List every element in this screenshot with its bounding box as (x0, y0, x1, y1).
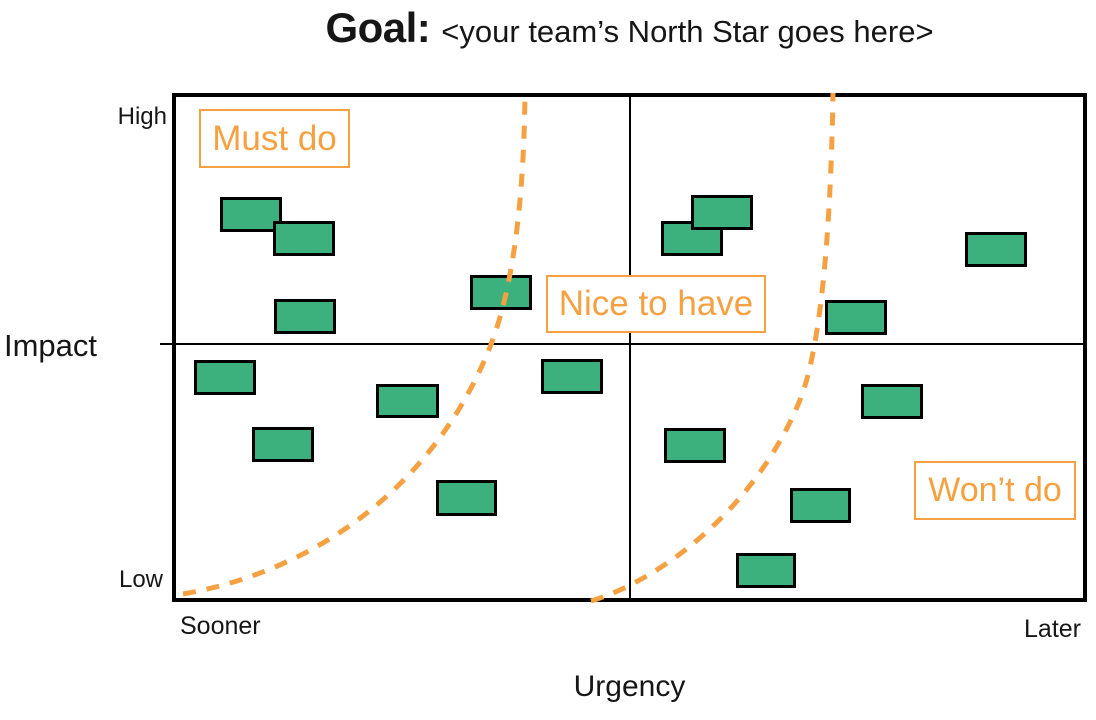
vertical-divider (629, 93, 631, 602)
sticky-note[interactable] (736, 553, 796, 588)
y-axis-title: Impact (4, 328, 98, 363)
page-title: Goal: <your team’s North Star goes here> (172, 4, 1087, 52)
goal-placeholder-text[interactable]: <your team’s North Star goes here> (441, 14, 934, 49)
x-axis-title: Urgency (573, 670, 686, 703)
sticky-note[interactable] (541, 359, 603, 394)
y-axis-low-label: Low (118, 566, 163, 593)
y-axis-high-label: High (117, 103, 167, 130)
sticky-note[interactable] (965, 232, 1027, 267)
sticky-note[interactable] (252, 427, 314, 462)
sticky-note[interactable] (664, 428, 726, 463)
sticky-note[interactable] (790, 488, 851, 523)
quadrant-label-nice-to-have[interactable]: Nice to have (546, 275, 766, 333)
quadrant-label-wont-do[interactable]: Won’t do (914, 461, 1076, 520)
sticky-note[interactable] (691, 195, 753, 230)
sticky-note[interactable] (436, 480, 497, 516)
sticky-note[interactable] (194, 360, 256, 395)
sticky-note[interactable] (825, 300, 887, 335)
sticky-note[interactable] (861, 384, 923, 419)
x-axis-later-label: Later (1024, 615, 1081, 643)
sticky-note[interactable] (273, 221, 335, 256)
goal-label: Goal: (325, 4, 431, 51)
horizontal-divider (172, 343, 1087, 345)
sticky-note[interactable] (470, 275, 532, 310)
quadrant-label-must-do[interactable]: Must do (199, 109, 350, 168)
sticky-note[interactable] (376, 384, 439, 418)
x-axis-sooner-label: Sooner (180, 612, 261, 640)
sticky-note[interactable] (274, 299, 336, 334)
impact-axis-tick (160, 343, 172, 345)
